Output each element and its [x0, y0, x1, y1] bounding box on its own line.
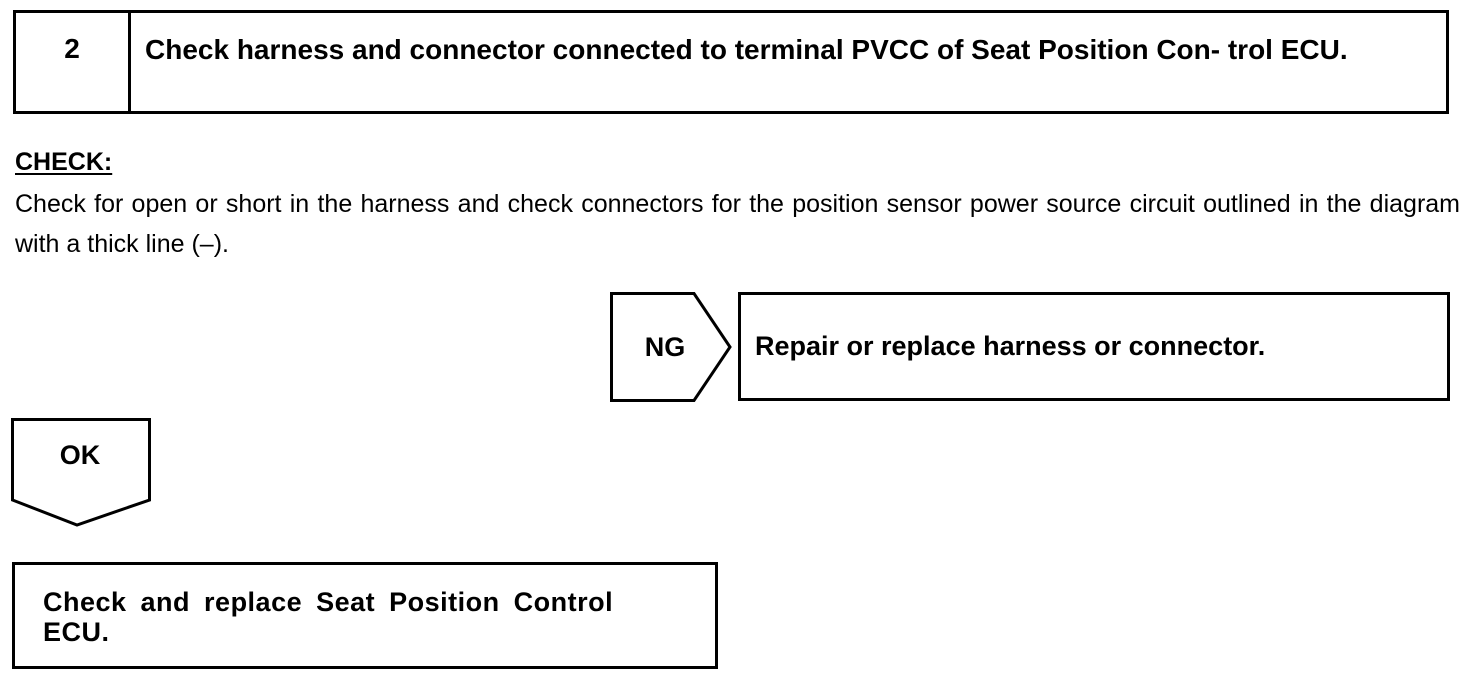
ok-result-box: Check and replace Seat Position Control …: [12, 562, 718, 669]
check-heading: CHECK:: [15, 148, 113, 176]
step-title: Check harness and connector connected to…: [145, 34, 1348, 65]
ng-result-box: Repair or replace harness or connector.: [738, 292, 1450, 401]
ok-arrow-icon: [11, 418, 151, 527]
step-number: 2: [16, 13, 131, 111]
step-header-box: 2 Check harness and connector connected …: [13, 10, 1449, 114]
check-instructions: Check for open or short in the harness a…: [15, 190, 1460, 258]
ng-label: NG: [644, 331, 686, 362]
ng-action-text: Repair or replace harness or connector.: [755, 331, 1266, 361]
ng-arrow-icon: [610, 292, 732, 402]
ok-action-text: Check and replace Seat Position Control …: [43, 587, 614, 647]
ok-label: OK: [59, 440, 101, 470]
